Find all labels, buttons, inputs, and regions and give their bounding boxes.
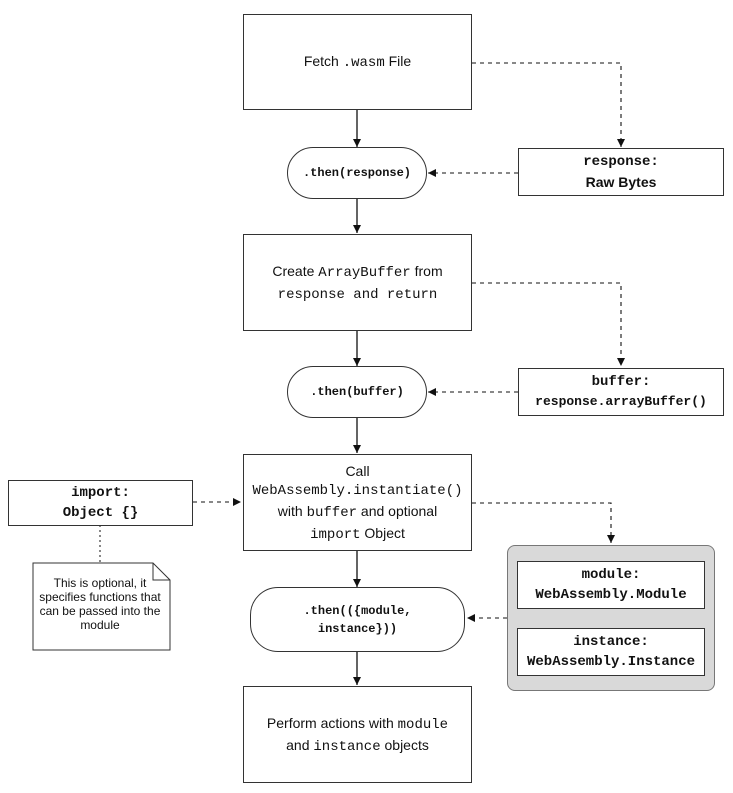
note-shape xyxy=(32,562,171,651)
dashed-arraybuffer-to-buffer xyxy=(472,282,625,366)
buffer-box-title: buffer: xyxy=(591,374,651,390)
response-box-title: response: xyxy=(583,154,659,170)
instance-box-desc: WebAssembly.Instance xyxy=(526,654,696,670)
instance-box: instance: WebAssembly.Instance xyxy=(517,628,705,676)
buffer-box: buffer: response.arrayBuffer() xyxy=(518,368,724,416)
arraybuffer-code-2: response xyxy=(277,286,345,303)
response-box-desc: Raw Bytes xyxy=(585,174,657,190)
result-object-group: module: WebAssembly.Module instance: Web… xyxy=(507,545,715,691)
then-response-label: .then(response) xyxy=(302,166,412,180)
perform-code-1: module xyxy=(397,716,449,733)
then-module-line-2: instance})) xyxy=(317,621,398,636)
perform-text-1: Perform actions with xyxy=(266,714,398,731)
then-response-node: .then(response) xyxy=(287,147,427,199)
instantiate-text-1: Call xyxy=(345,462,370,479)
instantiate-code-3: import xyxy=(310,526,361,543)
instantiate-box: Call WebAssembly.instantiate() with buff… xyxy=(243,454,472,551)
perform-actions-box: Perform actions with module and instance… xyxy=(243,686,472,783)
optional-note: This is optional, it specifies functions… xyxy=(38,576,162,632)
perform-text-3: objects xyxy=(380,736,429,753)
module-box: module: WebAssembly.Module xyxy=(517,561,705,609)
instance-box-title: instance: xyxy=(573,634,649,650)
arraybuffer-text-2: from xyxy=(410,262,443,279)
fetch-label-code: .wasm xyxy=(342,55,385,71)
arraybuffer-code-3: return xyxy=(386,286,438,303)
optional-note-text: This is optional, it specifies functions… xyxy=(39,576,161,632)
module-box-desc: WebAssembly.Module xyxy=(535,587,687,603)
fetch-label-2: File xyxy=(384,53,412,69)
then-module-instance-node: .then(({module, instance})) xyxy=(250,587,465,652)
perform-code-2: instance xyxy=(313,738,381,755)
fetch-wasm-box: Fetch .wasm File xyxy=(243,14,472,110)
fetch-label-1: Fetch xyxy=(303,53,343,69)
response-box: response: Raw Bytes xyxy=(518,148,724,196)
arraybuffer-text-3: and xyxy=(344,286,387,303)
instantiate-text-3: and optional xyxy=(357,502,438,519)
create-arraybuffer-box: Create ArrayBuffer from response and ret… xyxy=(243,234,472,331)
import-box-title: import: xyxy=(71,485,130,501)
then-module-line-1: .then(({module, xyxy=(303,603,412,618)
dashed-fetch-to-response xyxy=(472,62,625,147)
import-box-desc: Object {} xyxy=(62,505,139,521)
instantiate-code-2: buffer xyxy=(306,504,358,521)
module-box-title: module: xyxy=(581,567,641,583)
instantiate-text-4: Object xyxy=(360,524,405,541)
buffer-box-desc: response.arrayBuffer() xyxy=(535,394,707,409)
then-buffer-node: .then(buffer) xyxy=(287,366,427,418)
instantiate-code-1: WebAssembly.instantiate() xyxy=(252,482,463,499)
then-buffer-label: .then(buffer) xyxy=(310,385,404,399)
dashed-instantiate-to-group xyxy=(472,502,615,543)
note-fold xyxy=(152,563,170,581)
perform-text-2: and xyxy=(286,736,314,753)
arraybuffer-text-1: Create xyxy=(272,262,319,279)
arraybuffer-code-1: ArrayBuffer xyxy=(318,264,411,281)
import-box: import: Object {} xyxy=(8,480,193,526)
instantiate-text-2: with xyxy=(277,502,307,519)
